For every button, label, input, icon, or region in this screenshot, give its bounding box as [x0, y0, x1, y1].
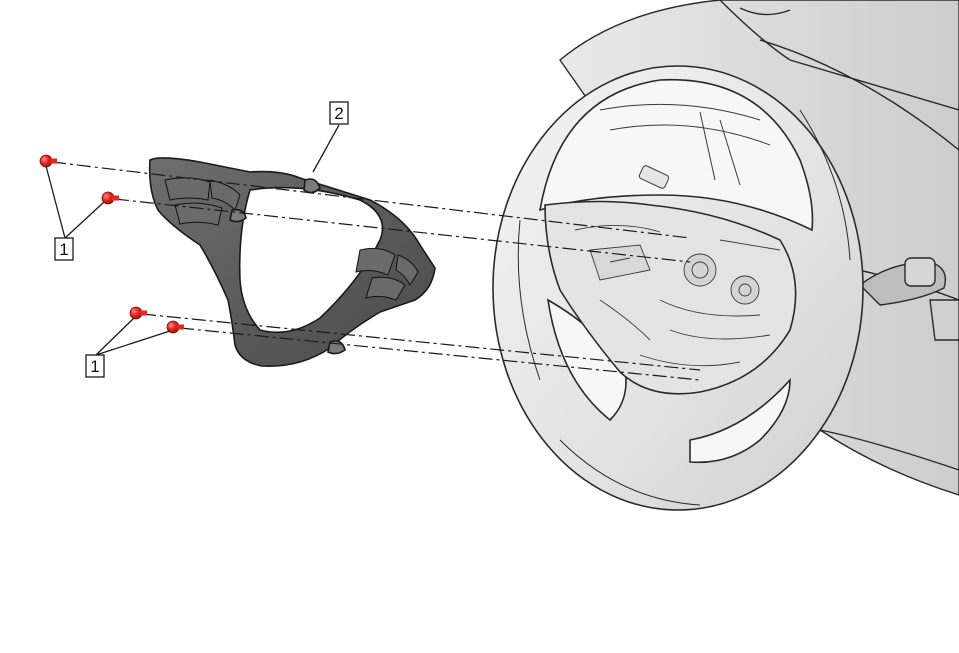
steering-wheel: [492, 65, 864, 511]
callout-label: 1: [59, 240, 68, 259]
leader-lines: [45, 124, 340, 356]
switch-bezel: [148, 157, 436, 367]
red-screw-icon: [101, 191, 119, 205]
red-screw-icon: [39, 154, 57, 168]
red-screw-icon: [129, 306, 147, 320]
red-screw-icon: [166, 320, 184, 334]
callout-label: 2: [334, 104, 343, 123]
callout-1-upper: 1: [54, 237, 74, 261]
callout-2: 2: [329, 101, 349, 125]
callout-label: 1: [90, 357, 99, 376]
callout-1-lower: 1: [85, 354, 105, 378]
fastener-group: [39, 154, 184, 334]
alignment-lines: [51, 161, 701, 381]
